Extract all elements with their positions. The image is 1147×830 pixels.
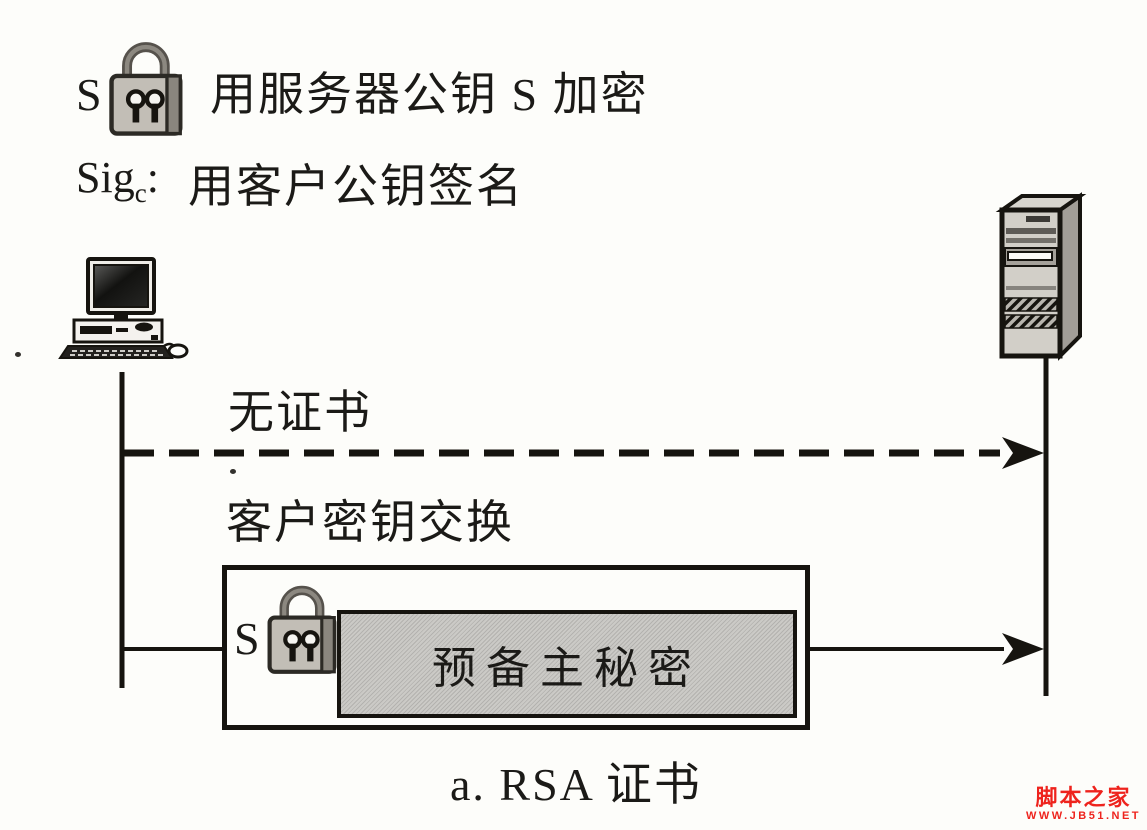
- client-key-exchange-arrowhead: [1002, 633, 1044, 665]
- legend-client-sig-symbol: Sigc:: [76, 153, 159, 208]
- legend-client-sig-text: 用客户公钥签名: [188, 161, 524, 212]
- watermark-site-url: WWW.JB51.NET: [1026, 810, 1141, 822]
- scan-speck: [230, 469, 236, 474]
- premaster-secret-label: 预备主秘密: [432, 644, 702, 693]
- desktop-computer-icon: [58, 257, 189, 359]
- padlock-icon: [267, 585, 337, 674]
- scan-speck: [15, 352, 21, 357]
- figure-caption: a. RSA 证书: [450, 759, 702, 810]
- padlock-icon: [109, 42, 183, 136]
- message-label-no-certificate: 无证书: [228, 387, 372, 438]
- premaster-secret-box: 预备主秘密: [337, 610, 797, 718]
- server-tower-icon: [995, 192, 1087, 361]
- no-certificate-arrowhead: [1002, 437, 1044, 469]
- legend-server-key-symbol: S: [76, 69, 102, 120]
- legend-server-key-text: 用服务器公钥 S 加密: [210, 69, 649, 120]
- watermark-site-name: 脚本之家: [1035, 785, 1132, 810]
- watermark: 脚本之家 WWW.JB51.NET: [1026, 785, 1141, 823]
- message-label-client-key-exchange: 客户密钥交换: [226, 497, 514, 548]
- box-key-symbol: S: [234, 613, 260, 664]
